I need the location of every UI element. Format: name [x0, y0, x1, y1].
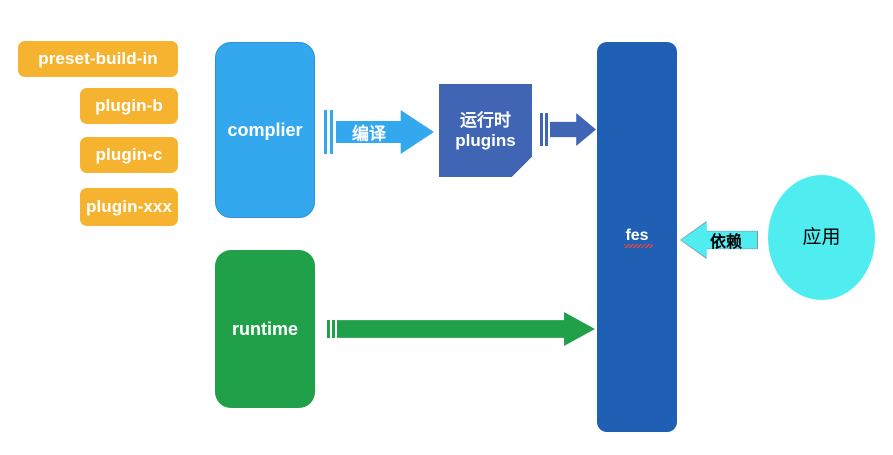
arrow-tail-bar — [327, 320, 330, 338]
plugin-chip-plugin-c[interactable]: plugin-c — [80, 137, 178, 173]
node-complier[interactable]: complier — [215, 42, 315, 218]
plugin-chip-plugin-xxx[interactable]: plugin-xxx — [80, 188, 178, 226]
node-runtime-plugins[interactable]: 运行时 plugins — [439, 84, 532, 177]
plugin-chip-label: preset-build-in — [38, 49, 158, 69]
arrow-depend-label: 依赖 — [710, 234, 743, 251]
node-runtime-label: runtime — [231, 318, 298, 339]
plugin-chip-label: plugin-xxx — [85, 197, 172, 217]
node-app[interactable]: 应用 — [768, 175, 875, 300]
arrow-depend[interactable]: 依赖 — [680, 221, 758, 259]
node-app-label: 应用 — [802, 226, 841, 248]
arrow-body — [337, 312, 595, 346]
plugin-chip-preset-build-in[interactable]: preset-build-in — [18, 41, 178, 77]
node-runtime-plugins-label-line1: 运行时 — [460, 110, 511, 130]
plugin-chip-label: plugin-b — [95, 96, 163, 116]
arrow-runtime-to-fes[interactable] — [327, 312, 595, 346]
arrow-tail-bar — [330, 110, 333, 154]
arrow-compile[interactable]: 编译 — [324, 110, 434, 154]
plugin-chip-plugin-b[interactable]: plugin-b — [80, 88, 178, 124]
arrow-tail-bar — [540, 113, 543, 146]
arrow-tail-bar — [324, 110, 327, 154]
folded-corner-icon — [511, 156, 532, 177]
node-runtime[interactable]: runtime — [215, 250, 315, 408]
arrow-tail-bar — [545, 113, 548, 146]
node-complier-label: complier — [227, 119, 303, 140]
arrow-compile-label: 编译 — [352, 124, 386, 144]
plugin-chip-label: plugin-c — [95, 145, 163, 165]
node-runtime-plugins-label-line2: plugins — [455, 130, 516, 150]
node-fes[interactable]: fes — [597, 42, 677, 432]
node-fes-label: fes — [624, 227, 653, 249]
arrow-plugins-to-fes[interactable] — [540, 113, 596, 146]
arrow-body — [550, 113, 596, 146]
arrow-tail-bar — [332, 320, 335, 338]
